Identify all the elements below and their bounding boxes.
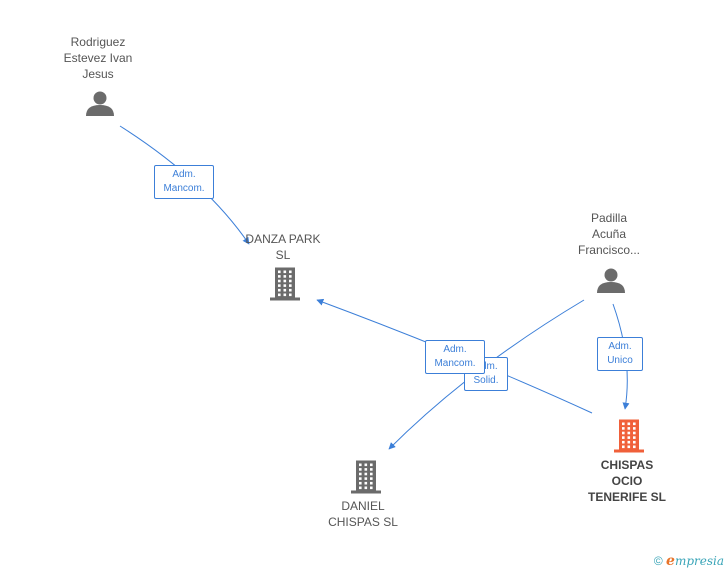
building-icon-daniel[interactable] [351, 460, 381, 494]
building-icon-danza[interactable] [270, 267, 300, 301]
person-icon-rodriguez[interactable] [86, 91, 114, 117]
brand-name: mpresia [674, 554, 724, 568]
brand-e: e [666, 553, 675, 569]
copyright-symbol: © [653, 554, 663, 568]
person-icon-padilla[interactable] [597, 268, 625, 294]
edge-label-adm-mancom-rodriguez: Adm. Mancom. [154, 165, 214, 199]
node-label-daniel-chispas: DANIEL CHISPAS SL [328, 499, 398, 529]
node-label-danza-park: DANZA PARK SL [245, 232, 321, 262]
node-label-chispas-ocio: CHISPAS OCIO TENERIFE SL [587, 458, 666, 504]
empresia-logo: © empresia [654, 553, 724, 569]
building-icon-chispas[interactable] [614, 419, 644, 453]
edge-label-adm-unico: Adm. Unico [597, 337, 643, 371]
edge-label-adm-mancom-chispas: Adm. Mancom. [425, 340, 485, 374]
node-label-rodriguez: Rodriguez Estevez Ivan Jesus [63, 35, 133, 81]
node-label-padilla: Padilla Acuña Francisco... [577, 211, 640, 257]
